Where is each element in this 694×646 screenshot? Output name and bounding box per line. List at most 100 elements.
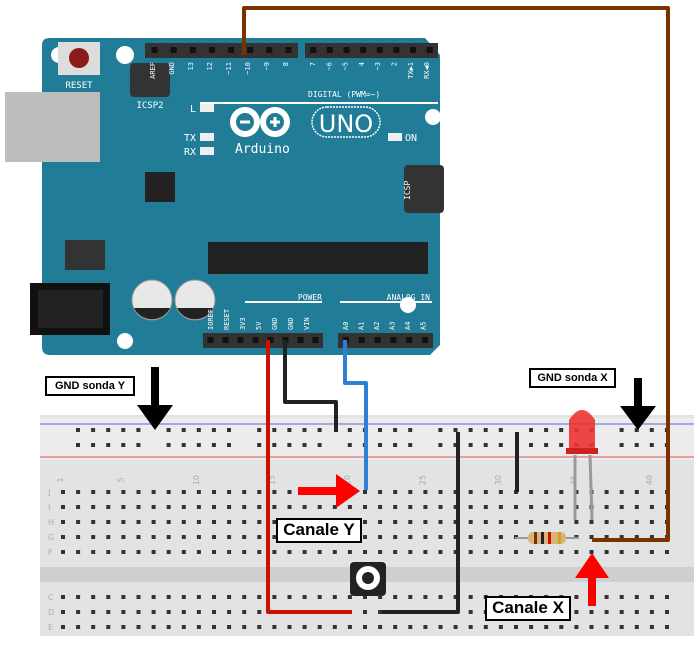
hole xyxy=(106,550,111,554)
hole xyxy=(61,505,65,509)
rail-hole xyxy=(181,443,186,447)
hole xyxy=(363,550,367,554)
hole xyxy=(453,625,458,629)
hole xyxy=(91,610,96,614)
hole xyxy=(619,610,624,614)
hole xyxy=(121,505,126,509)
hole xyxy=(498,505,503,509)
hole xyxy=(106,535,111,539)
hole xyxy=(634,490,639,494)
digital-header-1 xyxy=(145,43,298,58)
hole xyxy=(257,595,262,599)
hole xyxy=(604,550,609,554)
hole xyxy=(227,535,232,539)
hole xyxy=(181,520,186,524)
rail-hole xyxy=(287,443,292,447)
hole xyxy=(649,625,654,629)
potentiometer xyxy=(350,562,386,596)
digital-pin-label: 7 xyxy=(309,62,317,66)
hole xyxy=(483,505,488,509)
digital-pin-label: 12 xyxy=(206,62,214,70)
hole xyxy=(347,595,352,599)
hole xyxy=(649,550,654,554)
hole xyxy=(242,595,247,599)
hole xyxy=(498,490,503,494)
row-letter: E xyxy=(48,623,53,632)
hole xyxy=(76,610,81,614)
hole xyxy=(227,610,232,614)
hole xyxy=(438,595,443,599)
hole xyxy=(91,550,96,554)
hole xyxy=(347,625,352,629)
hole xyxy=(347,550,352,554)
rail-hole xyxy=(529,428,533,432)
icsp-header xyxy=(404,165,444,213)
rail-hole xyxy=(559,428,564,432)
hole xyxy=(106,595,111,599)
wire-red-5v xyxy=(266,340,352,614)
header-pin xyxy=(267,337,274,343)
hole xyxy=(136,610,141,614)
header-pin xyxy=(390,337,397,343)
hole xyxy=(634,625,639,629)
hole xyxy=(272,520,277,524)
hole xyxy=(181,490,186,494)
analog-pin-label: A2 xyxy=(373,322,381,330)
hole xyxy=(393,520,398,524)
header-pin xyxy=(393,47,400,53)
hole xyxy=(196,625,201,629)
hole xyxy=(363,505,367,509)
hole xyxy=(91,490,96,494)
row-letter: G xyxy=(48,533,54,542)
header-pin xyxy=(285,47,292,53)
hole xyxy=(649,490,654,494)
hole xyxy=(106,610,111,614)
hole xyxy=(589,520,594,524)
header-pin xyxy=(358,337,365,343)
hole xyxy=(257,520,262,524)
hole xyxy=(574,520,579,524)
hole xyxy=(453,490,458,494)
rail-hole xyxy=(196,428,201,432)
hole xyxy=(483,625,488,629)
rail-hole xyxy=(121,443,126,447)
analog-pin-label: A3 xyxy=(389,322,397,330)
power-pin-label: 5V xyxy=(255,321,263,330)
header-pin xyxy=(410,47,417,53)
hole xyxy=(212,595,216,599)
power-pin-label: IOREF xyxy=(207,309,215,330)
hole xyxy=(453,535,458,539)
label-canale-y: Canale Y xyxy=(276,518,362,543)
hole xyxy=(121,595,126,599)
header-pin xyxy=(312,337,319,343)
rail-hole xyxy=(166,428,171,432)
hole xyxy=(347,505,352,509)
header-pin xyxy=(247,47,254,53)
hole xyxy=(151,505,156,509)
hole xyxy=(136,625,141,629)
rail-hole xyxy=(121,428,126,432)
header-pin xyxy=(207,337,214,343)
hole xyxy=(589,535,594,539)
hole xyxy=(529,550,534,554)
hole xyxy=(483,550,488,554)
digital-pin-label: TX▶1 xyxy=(407,62,415,79)
rail-hole xyxy=(76,428,80,432)
hole xyxy=(468,610,473,614)
row-letter: H xyxy=(48,518,54,527)
rail-hole xyxy=(498,443,503,447)
power-pin-label: RESET xyxy=(223,308,231,330)
hole xyxy=(604,595,609,599)
header-pin xyxy=(376,47,383,53)
hole xyxy=(166,490,171,494)
hole xyxy=(498,520,503,524)
hole xyxy=(76,490,81,494)
hole xyxy=(649,505,654,509)
hole xyxy=(619,520,624,524)
hole xyxy=(302,550,307,554)
rail-hole xyxy=(468,428,473,432)
hole xyxy=(287,550,292,554)
hole xyxy=(378,490,383,494)
hole xyxy=(151,610,156,614)
